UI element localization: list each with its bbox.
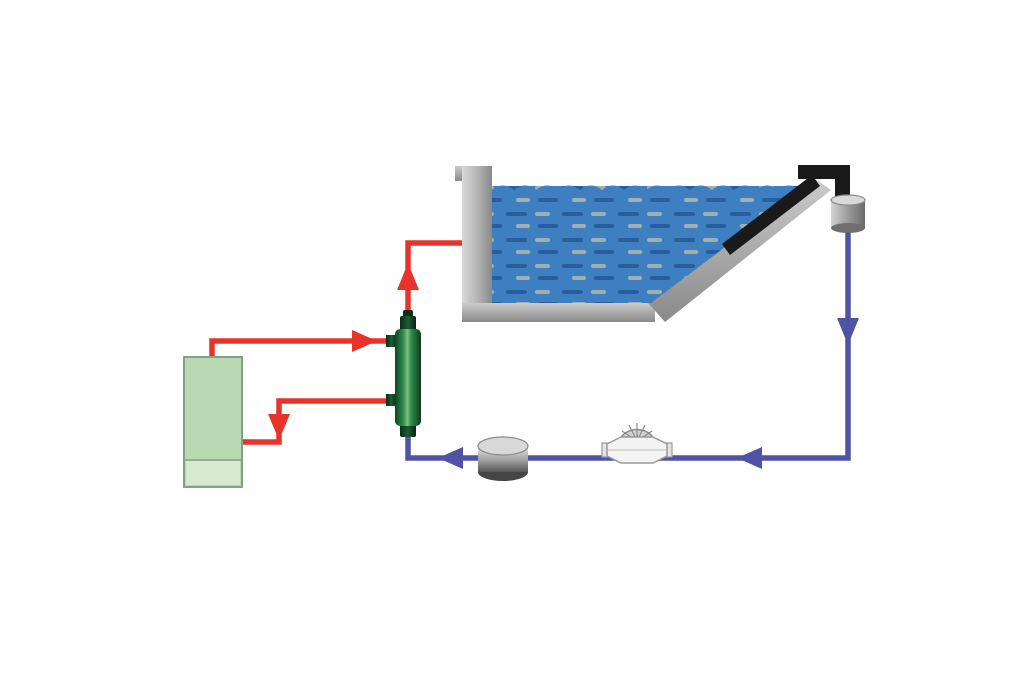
heat-exchanger: [386, 310, 421, 437]
flow-arrow-down-from-tank: [837, 318, 859, 345]
hot-supply-pipe: [209, 338, 397, 360]
tank-outlet: [830, 194, 866, 233]
tank-floor: [462, 303, 655, 322]
tank-sloped-floor: [648, 178, 831, 322]
boiler-bottom-band: [186, 461, 240, 485]
exchanger-lower-port: [386, 394, 397, 406]
primary-hot-loop-pipes: [209, 240, 469, 445]
water-surface-waves: [492, 185, 806, 190]
flow-arrow-hot-return: [268, 414, 290, 440]
boiler: [183, 356, 243, 488]
pool-tank: [455, 165, 866, 322]
exchanger-shell: [395, 329, 421, 426]
pump: [477, 436, 529, 481]
exchanger-top-cap: [400, 316, 416, 333]
outlet-top-rim: [830, 194, 866, 206]
tank-left-wall: [462, 166, 492, 319]
flow-arrow-hot-supply: [352, 330, 377, 352]
flow-arrow-to-filter: [737, 447, 762, 469]
tank-water: [492, 186, 806, 303]
exchanger-upper-port: [386, 335, 397, 347]
tank-rim-bar: [798, 165, 850, 179]
flow-arrow-to-exchanger: [438, 447, 463, 469]
pump-top: [477, 436, 529, 456]
tank-weir-wall: [722, 175, 820, 255]
filter-valve: [601, 423, 673, 464]
flow-arrow-heated-water: [397, 263, 419, 290]
outlet-bottom: [831, 223, 865, 233]
heated-water-pipe: [405, 240, 469, 331]
